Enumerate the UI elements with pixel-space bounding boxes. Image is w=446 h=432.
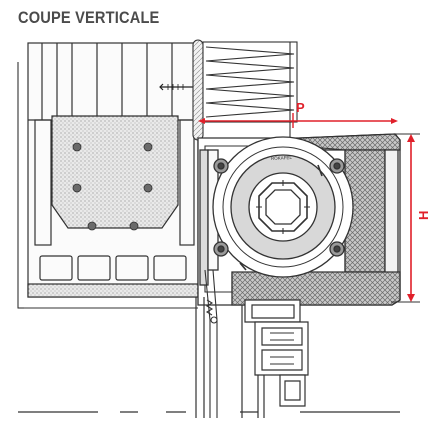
shutter-roll xyxy=(212,136,354,278)
insulation-panel xyxy=(192,39,298,141)
dimension-h xyxy=(391,133,420,303)
dimension-p xyxy=(198,113,398,128)
lower-cells xyxy=(27,255,199,298)
box-marking: ROKAFEL xyxy=(271,155,293,161)
dimension-h-label: H xyxy=(416,211,431,220)
dimension-p-label: P xyxy=(296,100,305,115)
baseline xyxy=(18,297,400,418)
wall-outline xyxy=(17,62,198,309)
shutter-guide xyxy=(204,269,218,418)
fixing-screw xyxy=(159,83,194,91)
window-frame xyxy=(244,299,309,418)
page-title: COUPE VERTICALE xyxy=(18,8,160,27)
concrete-fill xyxy=(51,115,179,231)
